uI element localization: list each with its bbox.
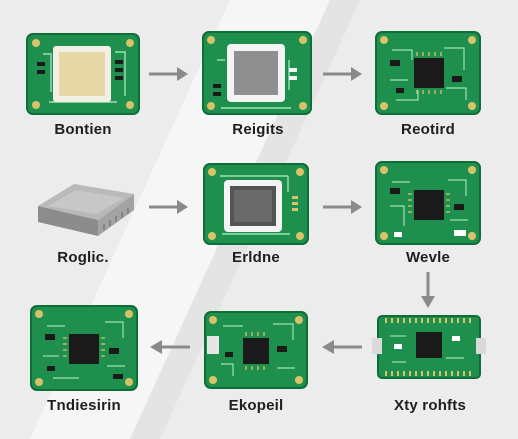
board-xty-rohfts xyxy=(372,315,486,379)
board-reotird xyxy=(375,31,481,115)
chip-roglic xyxy=(38,184,134,236)
board-tndiesirin xyxy=(30,305,138,391)
board-wevle xyxy=(375,161,481,245)
board-erldne xyxy=(203,163,309,245)
arrow-right-2 xyxy=(323,67,362,81)
arrow-right-1 xyxy=(149,67,188,81)
arrow-down-1 xyxy=(421,272,435,308)
node-label-reotird: Reotird xyxy=(401,121,455,138)
node-label-bontien: Bontien xyxy=(54,121,112,138)
arrow-left-1 xyxy=(150,340,190,354)
node-label-roglic: Roglic. xyxy=(57,249,109,266)
arrow-left-2 xyxy=(322,340,362,354)
node-label-ekopeil: Ekopeil xyxy=(228,397,284,414)
node-label-wevle: Wevle xyxy=(405,249,451,266)
node-label-tndiesirin: Tndiesirin xyxy=(47,397,121,414)
board-ekopeil xyxy=(204,311,308,389)
node-label-erldne: Erldne xyxy=(232,249,280,266)
node-label-reigits: Reigits xyxy=(232,121,284,138)
board-bontien xyxy=(26,33,140,115)
arrow-right-4 xyxy=(323,200,362,214)
arrow-right-3 xyxy=(149,200,188,214)
board-reigits xyxy=(202,31,312,115)
node-label-xty-rohfts: Xty rohfts xyxy=(393,397,466,414)
